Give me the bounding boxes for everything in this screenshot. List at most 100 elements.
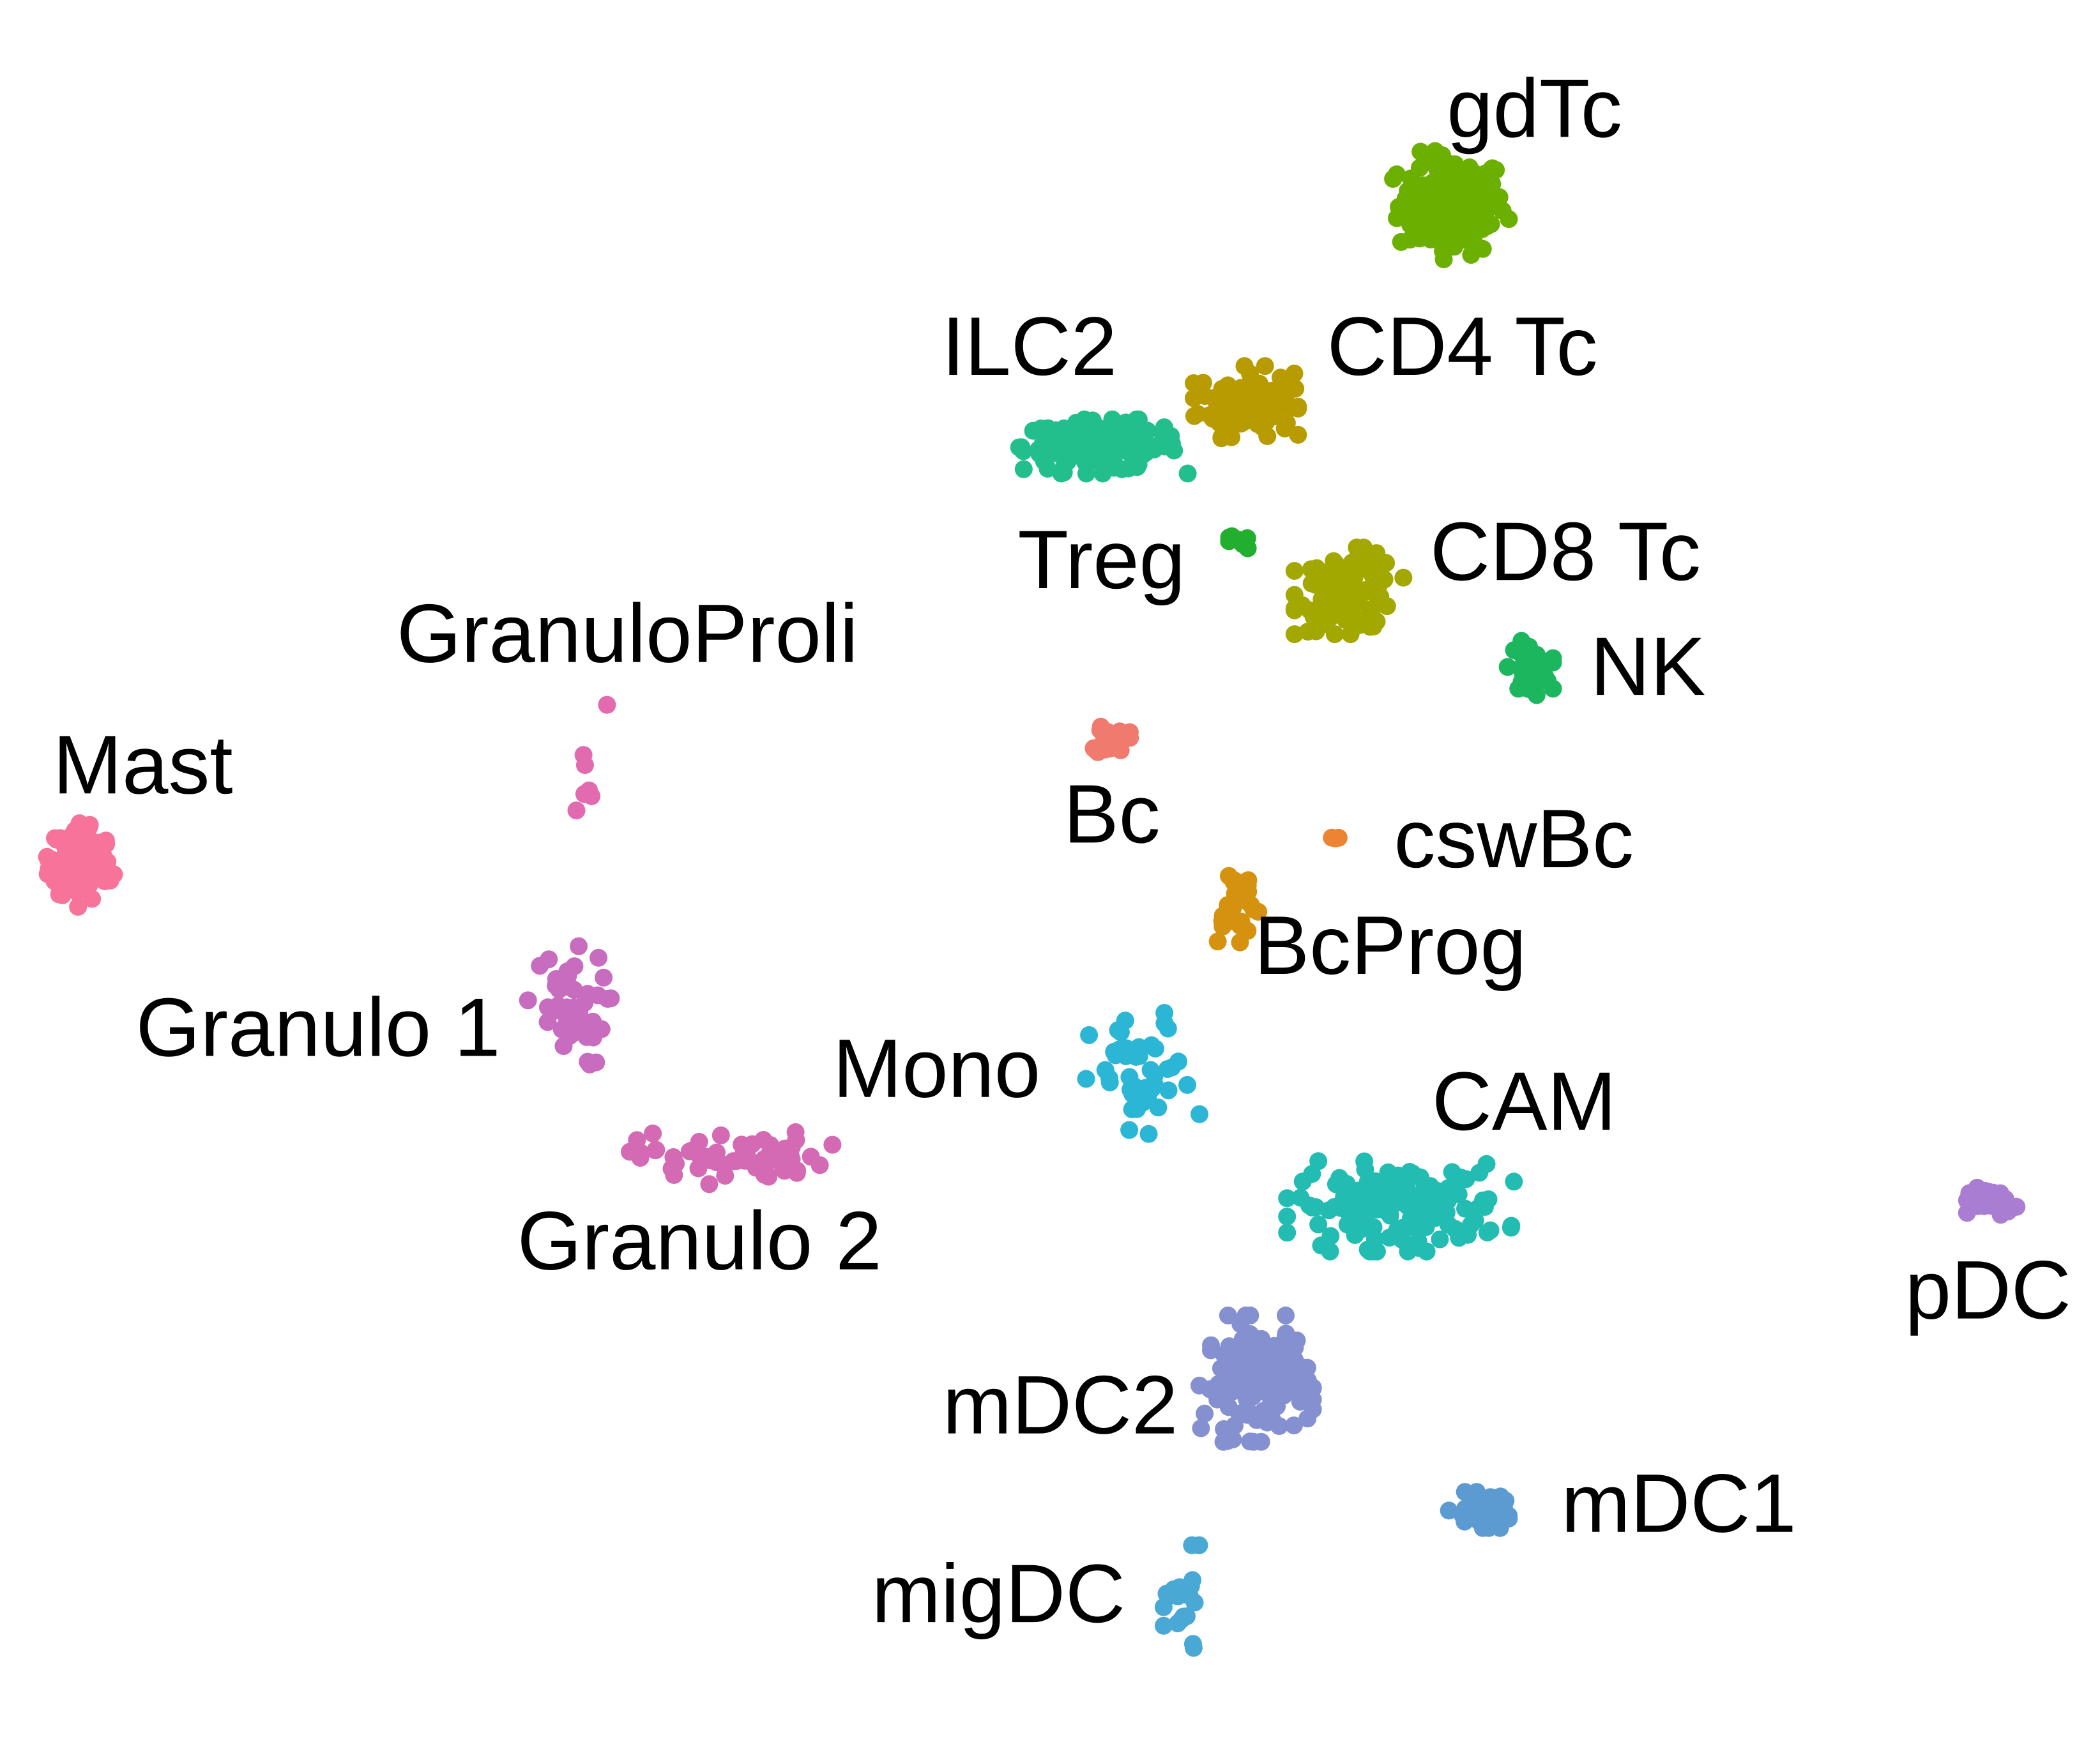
cluster-label-cd4-tc: CD4 Tc <box>1327 300 1598 393</box>
data-point <box>1241 365 1259 383</box>
data-point <box>1498 658 1517 676</box>
data-point <box>575 1013 594 1032</box>
cluster-cswbc-points <box>1323 828 1348 847</box>
cluster-bc-points <box>1084 717 1139 761</box>
data-point <box>667 1155 685 1173</box>
data-point <box>575 785 593 803</box>
data-point <box>53 886 72 904</box>
data-point <box>1263 1411 1282 1429</box>
data-point <box>1039 419 1057 437</box>
cluster-cd8-tc-points <box>1285 538 1413 644</box>
data-point <box>1292 1365 1311 1383</box>
data-point <box>1304 608 1323 626</box>
data-point <box>644 1124 662 1142</box>
data-point <box>1493 202 1512 220</box>
data-point <box>1372 593 1390 611</box>
data-point <box>1189 405 1207 423</box>
data-point <box>1505 1172 1523 1191</box>
data-point <box>1431 1230 1449 1248</box>
data-point <box>1257 413 1275 431</box>
data-point <box>1192 1419 1210 1437</box>
data-point <box>628 1131 646 1149</box>
data-point <box>1421 206 1440 224</box>
data-point <box>1218 1348 1236 1367</box>
data-point <box>1437 171 1456 189</box>
data-point <box>592 1020 611 1038</box>
data-point <box>587 1053 605 1072</box>
data-point <box>1402 169 1420 188</box>
data-point <box>1262 381 1281 400</box>
data-point <box>1120 723 1139 741</box>
data-point <box>73 845 91 863</box>
data-point <box>1209 1375 1228 1393</box>
data-point <box>1033 434 1052 453</box>
data-point <box>1375 570 1394 589</box>
data-point <box>1284 1416 1303 1435</box>
data-point <box>1544 653 1562 672</box>
data-point <box>1321 609 1339 627</box>
data-point <box>1394 568 1413 587</box>
data-point <box>1120 1121 1139 1139</box>
cluster-label-mast: Mast <box>53 718 233 811</box>
cluster-label-migdc: migDC <box>872 1547 1125 1640</box>
data-point <box>713 1155 731 1174</box>
data-point <box>1472 210 1490 229</box>
data-point <box>700 1175 719 1194</box>
data-point <box>1293 596 1311 614</box>
data-point <box>1483 160 1502 178</box>
data-point <box>1341 625 1360 644</box>
data-point <box>567 801 586 820</box>
data-point <box>589 986 607 1005</box>
data-point <box>1244 1432 1263 1451</box>
cluster-label-gdtc: gdTc <box>1447 61 1622 155</box>
data-point <box>1267 1392 1285 1410</box>
data-point <box>1154 427 1173 446</box>
data-point <box>80 815 99 834</box>
data-point <box>1180 1587 1199 1605</box>
data-point <box>1424 1206 1443 1225</box>
data-point <box>1329 828 1348 847</box>
data-point <box>1454 200 1472 218</box>
data-point <box>1461 1500 1480 1519</box>
data-point <box>1224 873 1243 891</box>
data-point <box>1194 374 1212 392</box>
data-point <box>1145 1075 1164 1094</box>
data-point <box>1159 1081 1178 1100</box>
data-point <box>1130 1091 1149 1110</box>
data-point <box>1289 397 1307 416</box>
data-point <box>1094 436 1113 454</box>
cluster-label-treg: Treg <box>1017 513 1185 606</box>
data-point <box>1183 1635 1202 1653</box>
data-point <box>1220 528 1238 547</box>
data-point <box>1102 732 1120 751</box>
data-point <box>1991 1206 2010 1224</box>
data-point <box>1456 1483 1474 1501</box>
data-point <box>1286 1339 1304 1357</box>
data-point <box>1298 1409 1317 1428</box>
data-point <box>1452 1168 1470 1187</box>
data-point <box>786 1123 805 1141</box>
data-point <box>1238 1399 1256 1418</box>
data-point <box>1388 1221 1406 1240</box>
data-point <box>1110 432 1129 450</box>
data-point <box>1527 686 1546 704</box>
data-point <box>1074 414 1092 432</box>
data-point <box>1406 190 1424 208</box>
data-point <box>1079 443 1097 461</box>
data-point <box>1325 589 1343 607</box>
cluster-mono-points <box>1077 1004 1208 1143</box>
cluster-label-mono: Mono <box>833 1022 1040 1115</box>
data-point <box>810 1156 829 1174</box>
data-point <box>547 976 565 995</box>
data-point <box>1407 1187 1426 1205</box>
data-point <box>1014 460 1033 478</box>
cluster-migdc-points <box>1154 1536 1208 1657</box>
data-point <box>1178 1075 1196 1094</box>
data-point <box>90 852 109 870</box>
data-point <box>554 1037 573 1056</box>
cluster-granulo-1-points <box>519 937 620 1073</box>
data-point <box>1202 1336 1220 1354</box>
data-point <box>689 1144 707 1163</box>
data-point <box>1366 1230 1384 1248</box>
